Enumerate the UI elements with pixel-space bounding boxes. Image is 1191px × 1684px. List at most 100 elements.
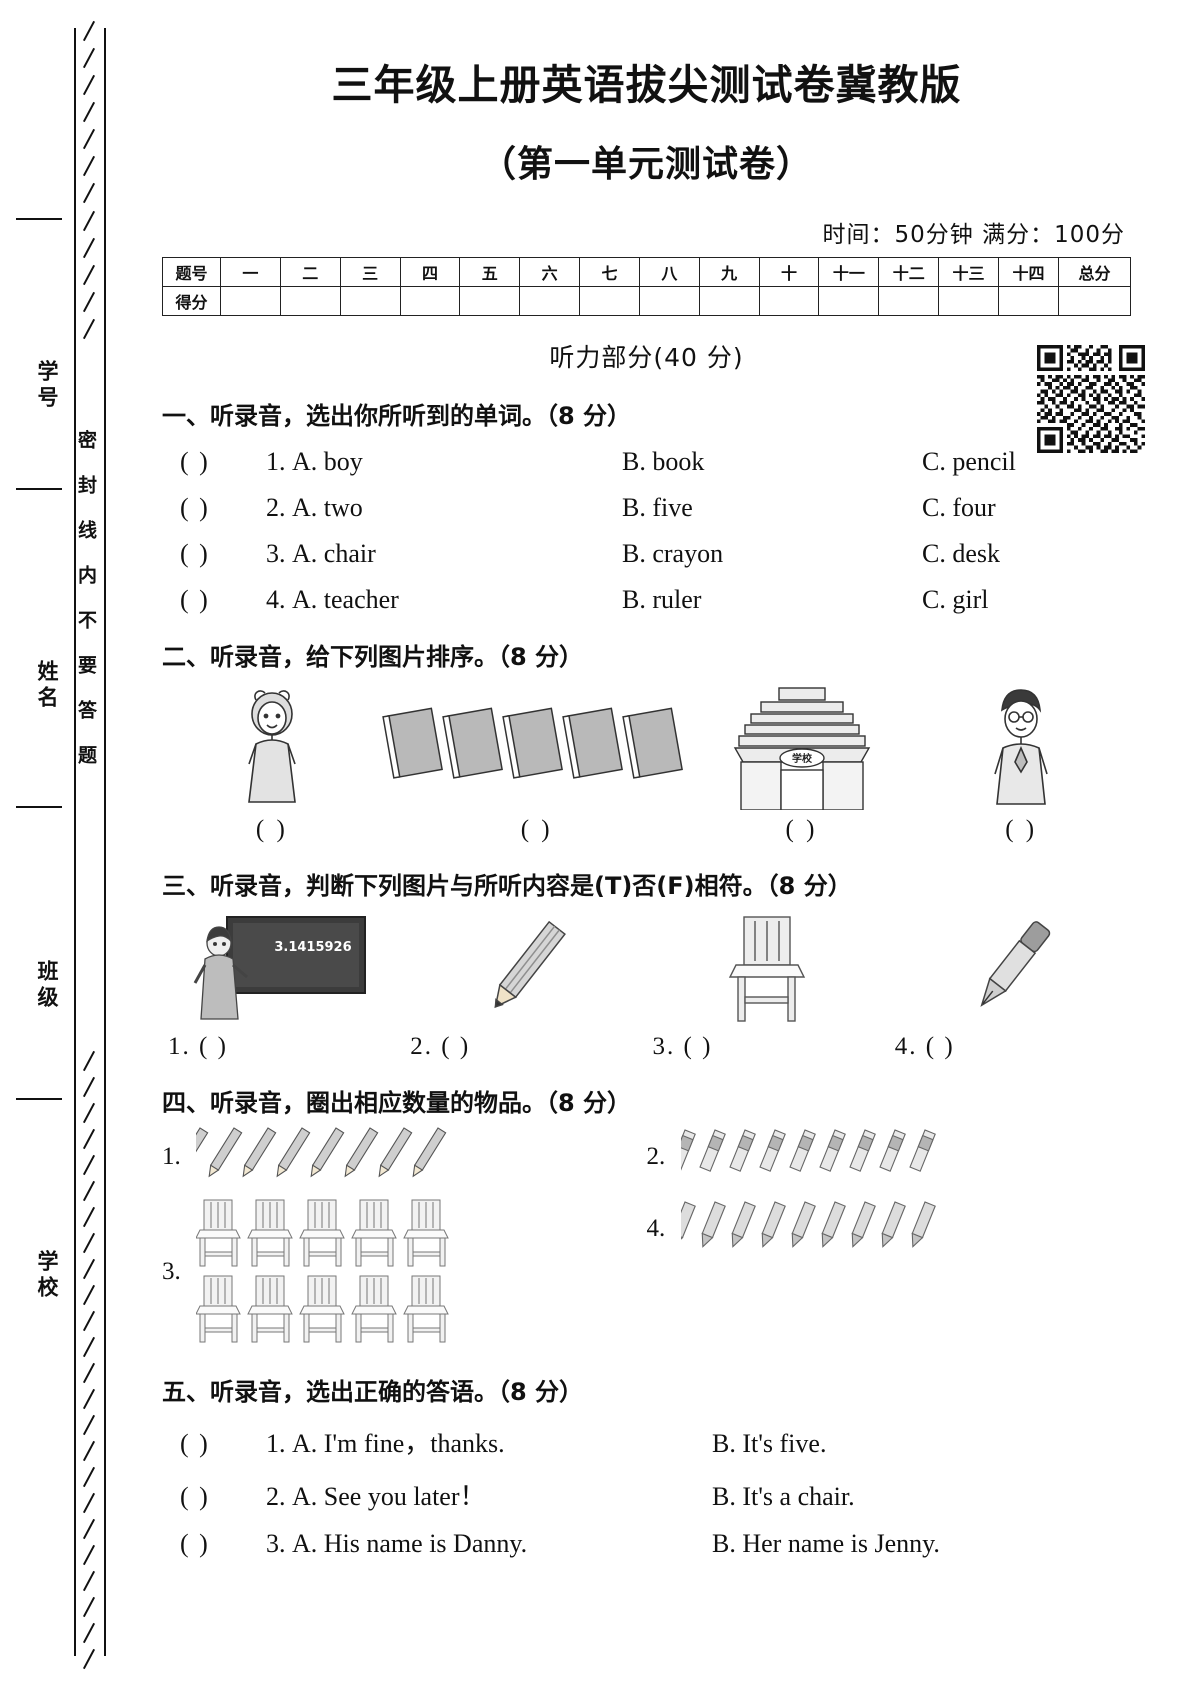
question-number: 2. [266, 1481, 286, 1511]
option-b[interactable]: B. Her name is Jenny. [712, 1528, 940, 1558]
option-a[interactable]: A. two [292, 492, 363, 522]
option-a[interactable]: A. teacher [292, 584, 399, 614]
question-number: 4. [266, 584, 286, 614]
item-number-2: 2. [646, 1142, 666, 1170]
option-a[interactable]: A. chair [292, 538, 376, 568]
option-b[interactable]: B. It's five. [712, 1428, 827, 1458]
page-subtitle: （第一单元测试卷） [479, 143, 813, 185]
score-cell-12[interactable] [878, 285, 940, 316]
score-table-label-total: 总分 [1058, 256, 1131, 287]
score-cell-8[interactable] [638, 285, 700, 316]
answer-blank[interactable]: ( ) [180, 584, 210, 614]
section-heading-5: 五、听录音，选出正确的答语。（8 分） [162, 1377, 584, 1406]
picture-box [975, 682, 1067, 810]
option-b[interactable]: B. five [622, 492, 693, 522]
section-heading-3: 三、听录音，判断下列图片与所听内容是(T)否(F)相符。（8 分） [162, 871, 852, 900]
crayon-group[interactable] [680, 1126, 961, 1188]
count-row-2: 3. [162, 1198, 1131, 1346]
page-title: 三年级上册英语拔尖测试卷冀教版 [331, 61, 962, 109]
score-cell-7[interactable] [579, 285, 640, 316]
option-b[interactable]: B. book [622, 446, 705, 476]
answer-blank[interactable]: ( ) [180, 1428, 210, 1458]
picture-cell-school: 学校 ( ) [692, 682, 912, 844]
score-cell-5[interactable] [459, 285, 521, 316]
picture-box [226, 682, 318, 810]
question-number: 1. [266, 1428, 286, 1458]
score-col-2: 二 [279, 256, 341, 287]
score-cell-2[interactable] [279, 285, 341, 316]
score-col-9: 九 [698, 256, 760, 287]
answer-blank[interactable]: ( ) [520, 815, 553, 843]
hatch-marks-top [76, 20, 102, 340]
answer-blank[interactable]: ( ) [180, 538, 210, 568]
tf-answer-2[interactable]: 2. ( ) [410, 1032, 471, 1060]
option-c[interactable]: C. pencil [922, 446, 1016, 476]
option-b[interactable]: B. It's a chair. [712, 1481, 855, 1511]
pencil-icon [196, 1127, 447, 1178]
score-cell-4[interactable] [399, 285, 461, 316]
margin-divider-1 [16, 218, 62, 220]
option-a[interactable]: A. I'm fine，thanks. [292, 1428, 505, 1458]
score-table: 题号 一 二 三 四 五 六 七 八 九 十 十一 十二 十三 十四 总分 得分 [162, 256, 1131, 316]
count-item-pencils: 1. [162, 1126, 647, 1188]
score-cell-total[interactable] [1058, 285, 1131, 316]
option-b[interactable]: B. ruler [622, 584, 702, 614]
pencil-group[interactable] [196, 1126, 476, 1188]
tf-cell-pen: 4. ( ) [889, 913, 1131, 1061]
tf-cell-pencil: 2. ( ) [404, 913, 646, 1061]
option-a[interactable]: A. His name is Danny. [292, 1528, 528, 1558]
margin-label-name: 姓名 [35, 660, 59, 712]
answer-blank[interactable]: ( ) [180, 1481, 210, 1511]
score-cell-10[interactable] [758, 285, 820, 316]
count-item-crayons: 2. [647, 1126, 1132, 1188]
question-row: ( ) 2. A. See you later！ B. It's a chair… [162, 1476, 1131, 1513]
answer-blank[interactable]: ( ) [255, 815, 288, 843]
answer-blank[interactable]: ( ) [1005, 815, 1038, 843]
option-c[interactable]: C. girl [922, 584, 989, 614]
school-gate-icon: 学校 [733, 687, 870, 810]
question-row: ( ) 1. A. boy B. book C. pencil [162, 447, 1131, 477]
count-item-chairs: 3. [162, 1198, 647, 1346]
question-number: 2. [266, 492, 286, 522]
pen-group[interactable] [680, 1198, 961, 1260]
question-number: 3. [266, 538, 286, 568]
score-cell-14[interactable] [997, 285, 1060, 316]
tf-answer-1[interactable]: 1. ( ) [168, 1032, 228, 1060]
option-b[interactable]: B. crayon [622, 538, 724, 568]
tf-answer-3[interactable]: 3. ( ) [652, 1032, 713, 1060]
score-cell-6[interactable] [519, 285, 581, 316]
answer-blank[interactable]: ( ) [180, 492, 210, 522]
tf-cell-chair: 3. ( ) [647, 913, 889, 1061]
answer-blank[interactable]: ( ) [180, 1528, 210, 1558]
chair-group[interactable] [196, 1198, 464, 1346]
picture-box [950, 913, 1070, 1025]
option-a[interactable]: A. boy [292, 446, 363, 476]
score-cell-3[interactable] [339, 285, 401, 316]
score-col-7: 七 [579, 256, 640, 287]
score-cell-13[interactable] [938, 285, 999, 316]
tf-answer-4[interactable]: 4. ( ) [894, 1032, 955, 1060]
option-a[interactable]: A. See you later！ [292, 1481, 486, 1511]
score-cell-11[interactable] [818, 285, 880, 316]
margin-divider-4 [16, 1098, 62, 1100]
score-table-label-score: 得分 [162, 285, 221, 316]
seal-rule-left [74, 28, 76, 1656]
question-number: 3. [266, 1528, 286, 1558]
picture-box: 3.1415926 [193, 913, 373, 1025]
answer-blank[interactable]: ( ) [180, 446, 210, 476]
answer-blank[interactable]: ( ) [785, 815, 818, 843]
score-col-12: 十二 [878, 256, 940, 287]
question-row: ( ) 3. A. His name is Danny. B. Her name… [162, 1529, 1131, 1559]
score-cell-9[interactable] [698, 285, 760, 316]
option-c[interactable]: C. desk [922, 538, 1000, 568]
option-c[interactable]: C. four [922, 492, 996, 522]
girl-icon [247, 690, 296, 803]
pen-icon [680, 1201, 936, 1248]
table-row-question-numbers: 题号 一 二 三 四 五 六 七 八 九 十 十一 十二 十三 十四 总分 [162, 256, 1131, 287]
blackboard-text: 3.1415926 [274, 940, 351, 955]
score-col-13: 十三 [938, 256, 999, 287]
books-stack-icon [381, 707, 683, 779]
chair-icon [728, 916, 805, 1022]
score-cell-1[interactable] [220, 285, 281, 316]
